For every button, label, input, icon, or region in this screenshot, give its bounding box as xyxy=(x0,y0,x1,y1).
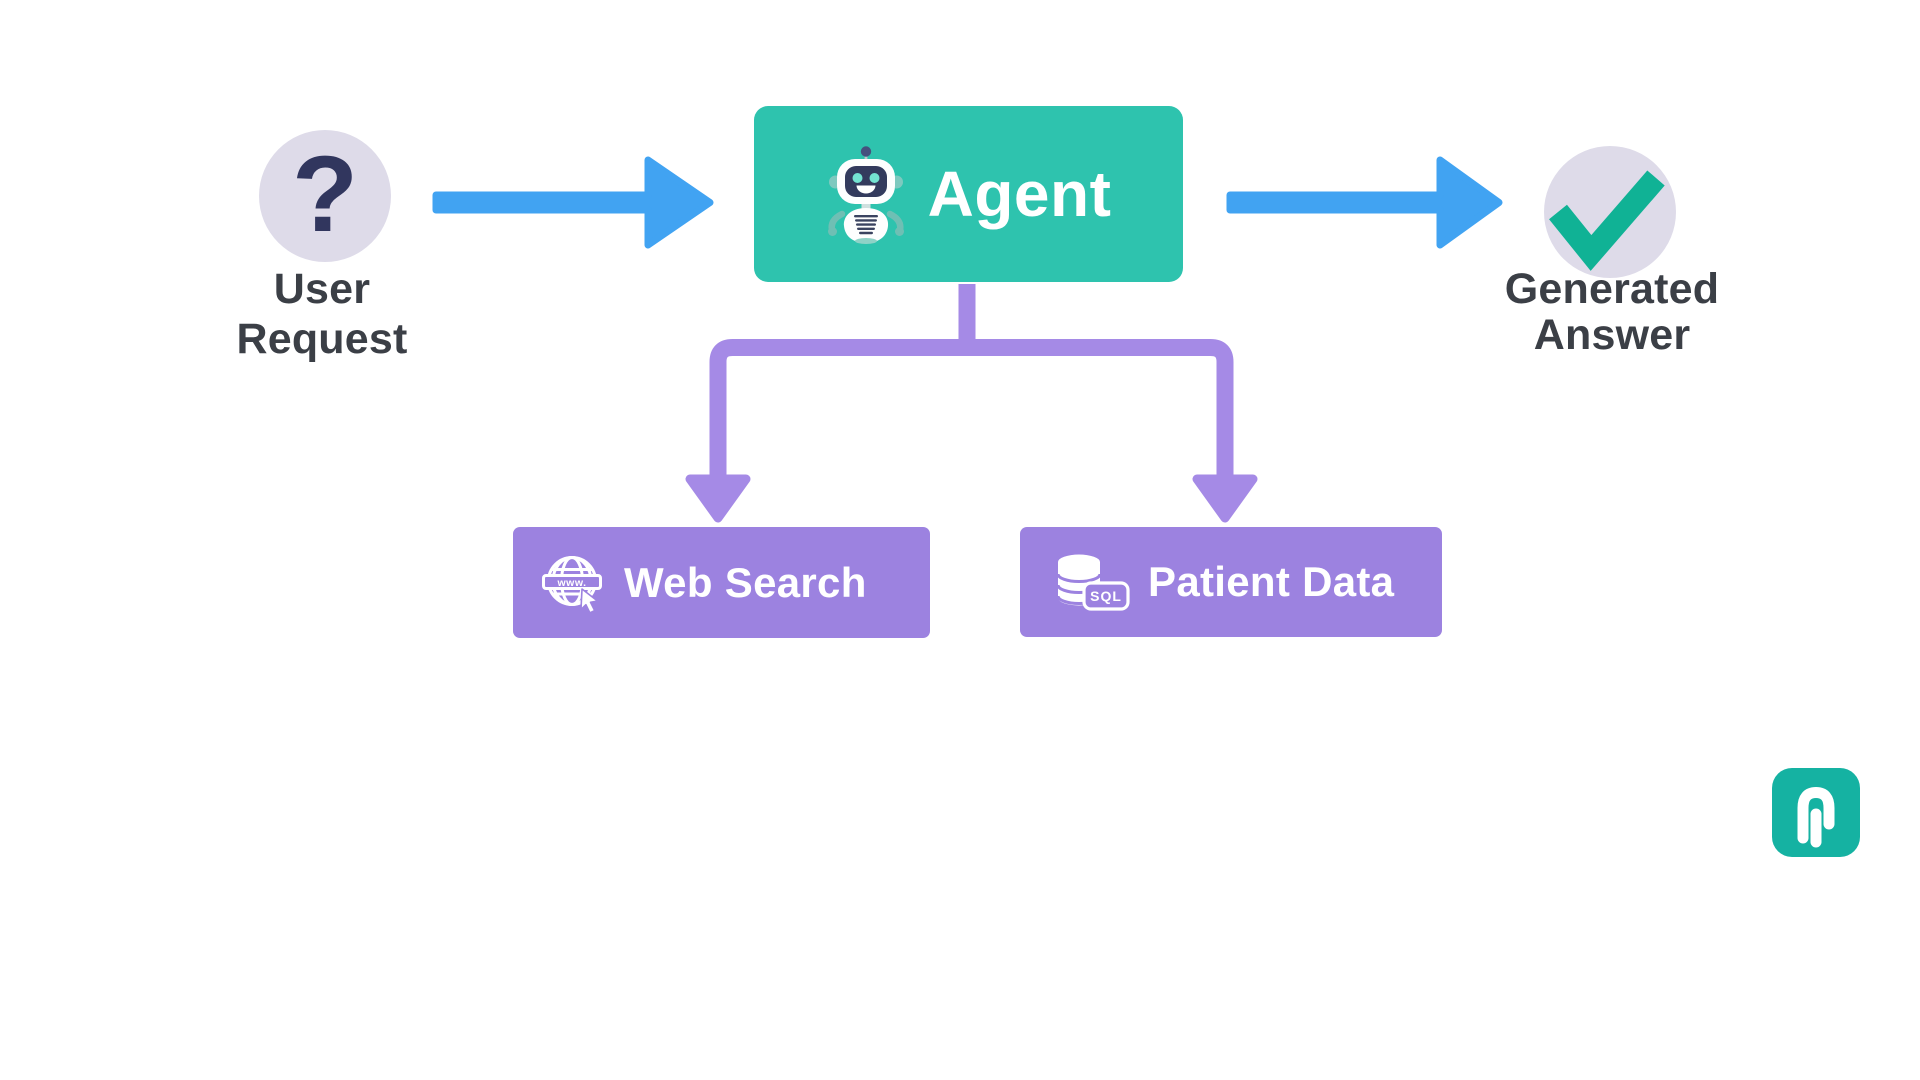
generated-answer-label-line2: Answer xyxy=(1533,311,1691,359)
connector-branch-bar xyxy=(709,339,1234,483)
brand-logo-badge xyxy=(1772,768,1860,857)
user-request-label: User Request xyxy=(197,264,447,364)
robot-antenna xyxy=(864,154,867,161)
question-mark-icon: ? xyxy=(292,133,358,254)
web-search-label: Web Search xyxy=(624,558,867,606)
patient-data-label: Patient Data xyxy=(1148,558,1395,605)
sql-database-icon: SQL xyxy=(1056,554,1130,611)
globe-www-icon: www. xyxy=(542,555,602,614)
sql-caption: SQL xyxy=(1090,588,1122,604)
checkmark-icon xyxy=(1549,170,1665,271)
cursor-icon xyxy=(580,587,599,614)
generated-answer-label-line1: Generated xyxy=(1504,265,1720,313)
generated-answer-circle xyxy=(1544,146,1676,278)
node-patient-data: SQL Patient Data xyxy=(1020,527,1442,637)
node-web-search: www. Web Search xyxy=(513,527,930,638)
www-caption: www. xyxy=(556,577,586,589)
robot-icon xyxy=(827,146,904,244)
brand-logo-icon xyxy=(1797,786,1835,847)
user-request-label-line2: Request xyxy=(236,315,408,363)
node-agent: Agent xyxy=(754,106,1183,282)
arrow-user-to-agent xyxy=(432,156,714,249)
user-request-label-line1: User xyxy=(273,265,371,313)
arrowhead-to-patient-data xyxy=(1192,474,1258,523)
arrowhead-to-web-search xyxy=(685,474,751,523)
generated-answer-label: Generated Answer xyxy=(1492,266,1732,358)
arrow-agent-to-answer xyxy=(1226,156,1503,249)
agent-label: Agent xyxy=(927,158,1112,230)
user-request-circle: ? xyxy=(259,130,391,262)
